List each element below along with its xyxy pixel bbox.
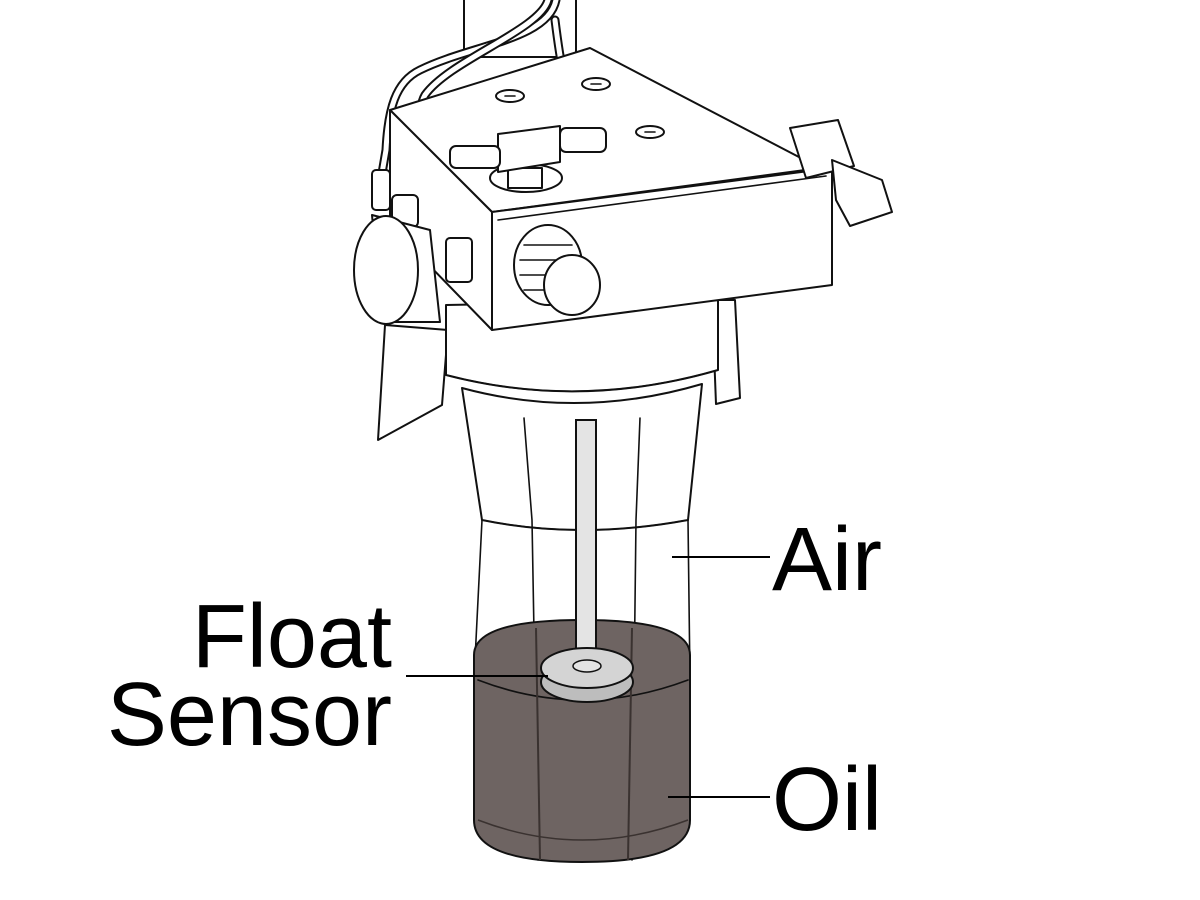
adjustment-knob (513, 224, 601, 316)
oil-label: Oil (772, 750, 882, 850)
side-fitting (789, 119, 893, 227)
oil-volume (473, 618, 691, 864)
head-block (389, 47, 833, 331)
air-label: Air (772, 510, 882, 610)
sensor-label: Sensor (107, 665, 392, 765)
float-label: Float (192, 587, 392, 687)
head-screws (495, 77, 665, 139)
valve-fitting (449, 125, 607, 173)
float-sensor (540, 419, 634, 703)
pressure-gauge (353, 169, 473, 325)
